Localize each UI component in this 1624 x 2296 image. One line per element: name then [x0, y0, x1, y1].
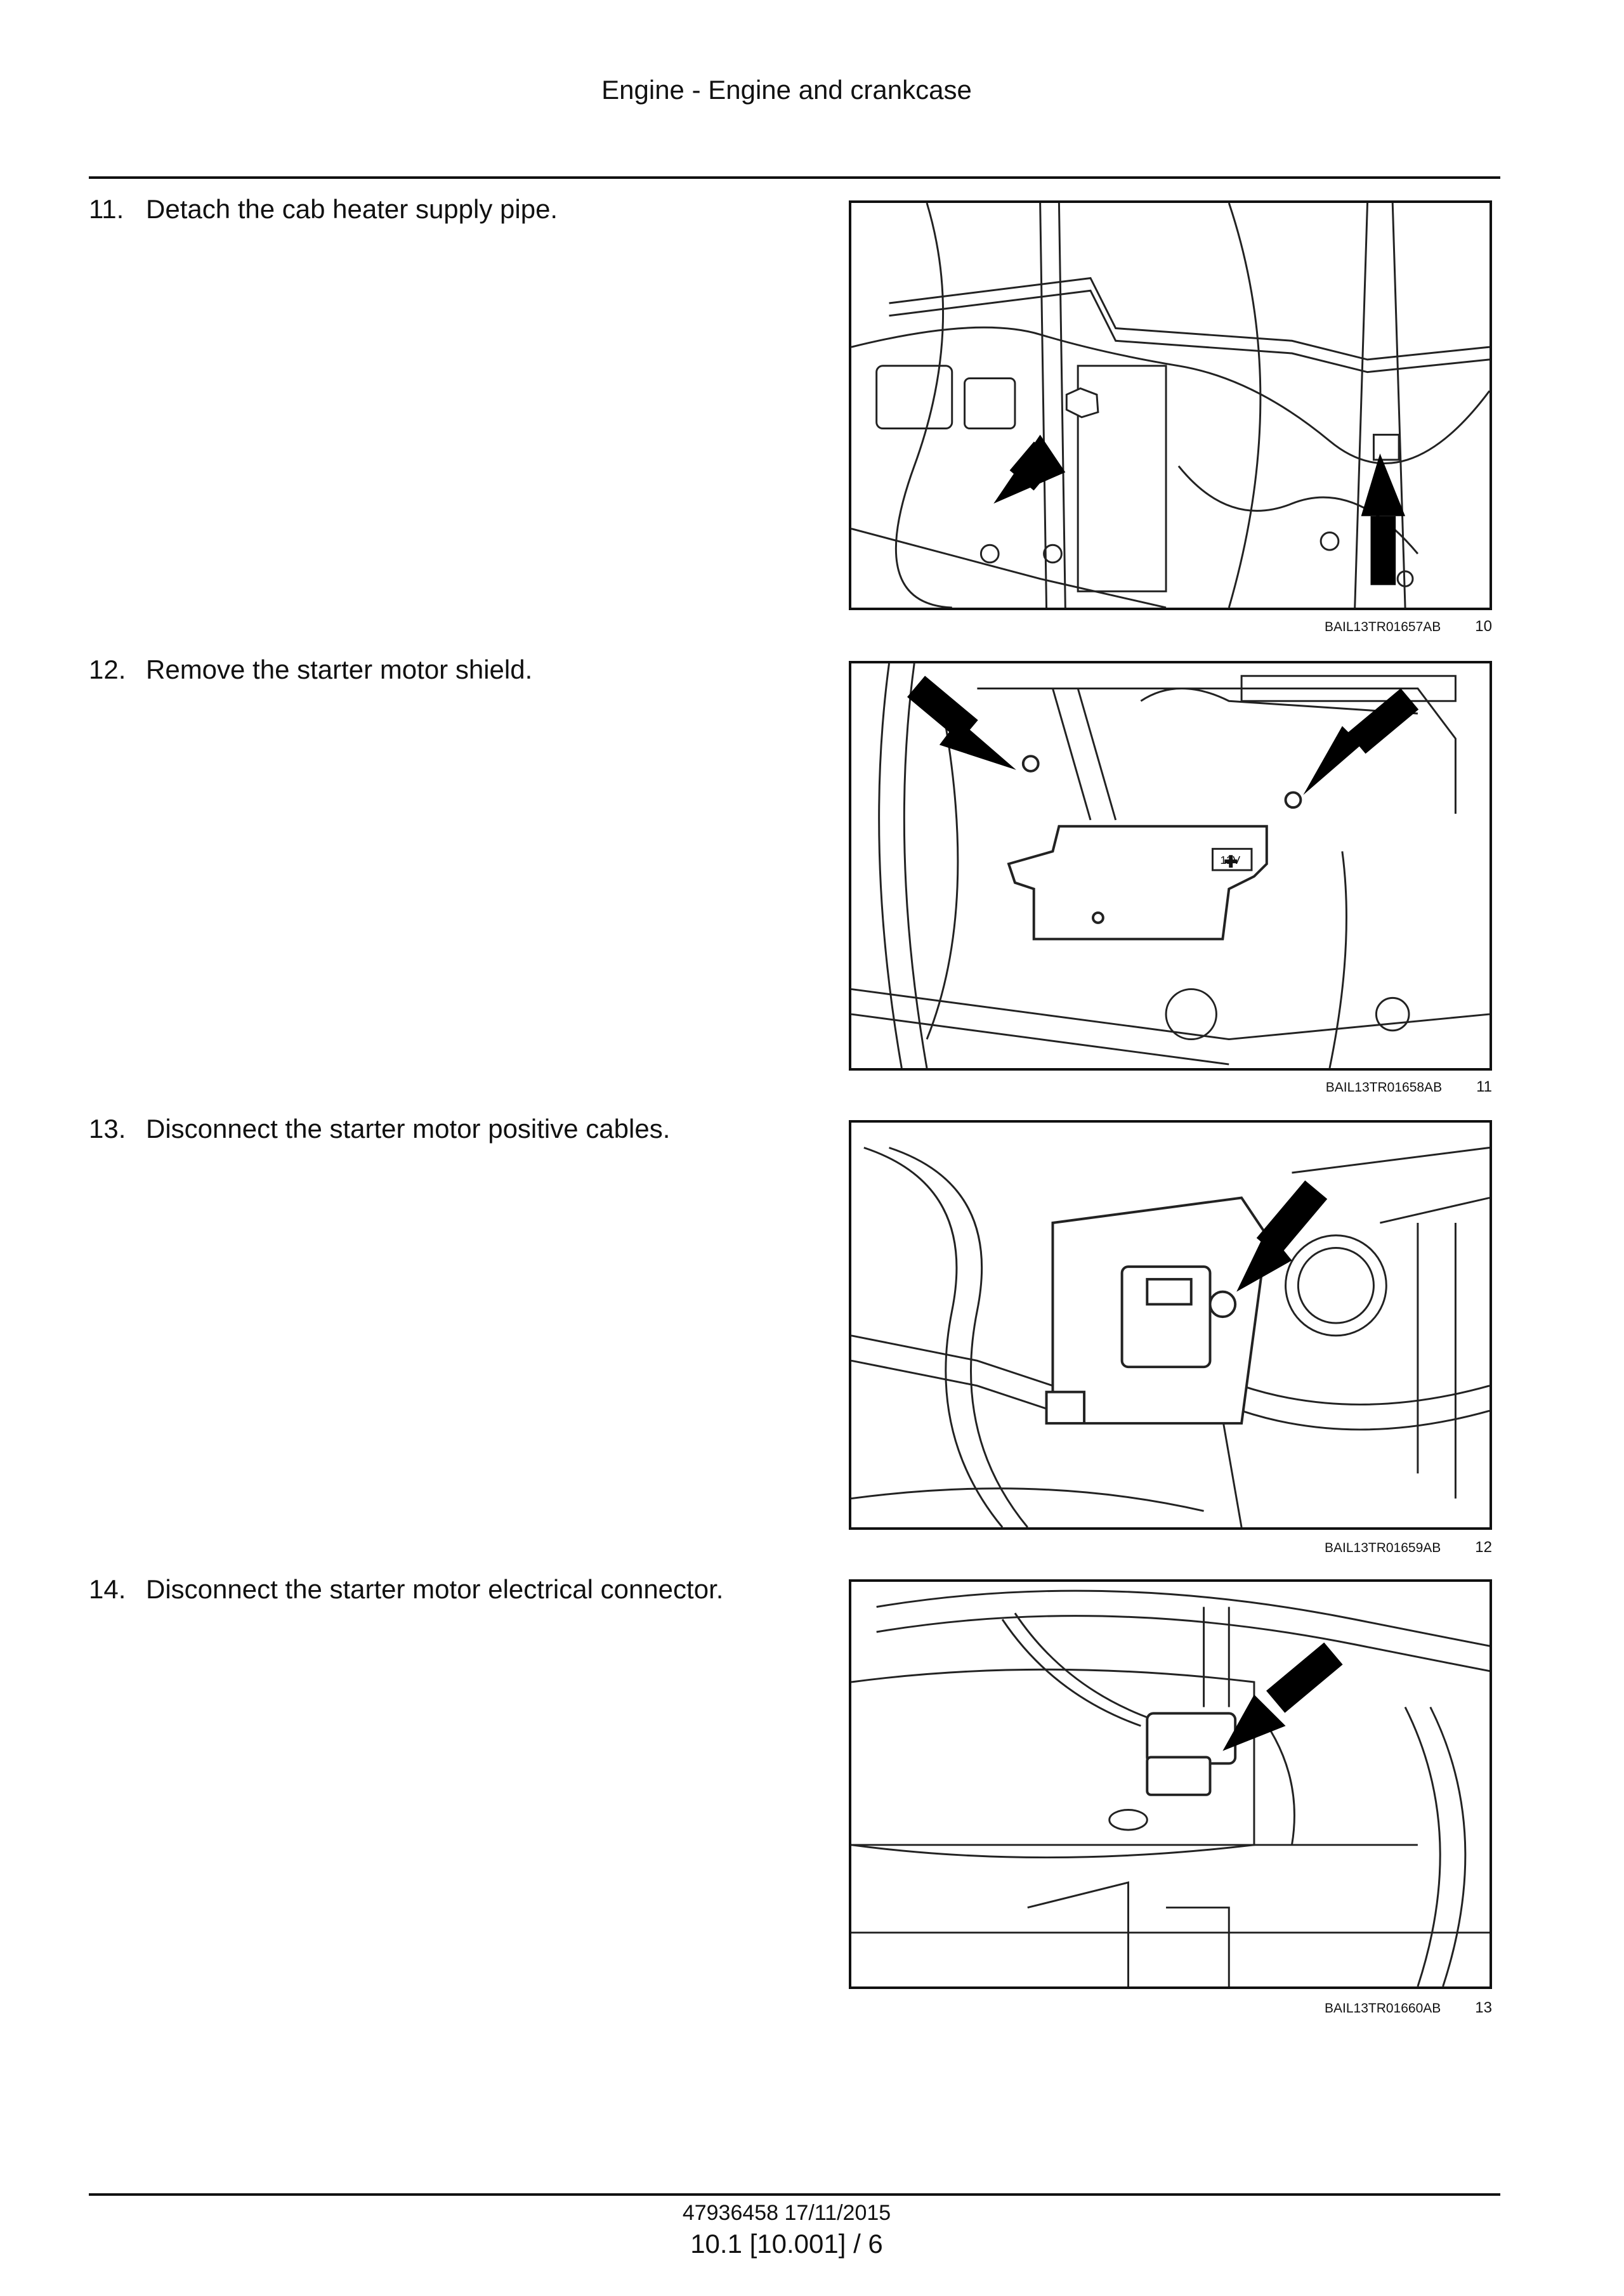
step-14: 14. Disconnect the starter motor electri… [89, 1574, 723, 1605]
step-number: 12. [89, 655, 126, 684]
figure-caption: BAIL13TR01660AB 13 [849, 1999, 1492, 2017]
step-text: Disconnect the starter motor electrical … [146, 1574, 724, 1604]
figure-code: BAIL13TR01657AB [1325, 620, 1441, 634]
step-13: 13. Disconnect the starter motor positiv… [89, 1114, 670, 1144]
step-number: 13. [89, 1114, 126, 1144]
line-drawing [851, 203, 1490, 608]
step-text: Remove the starter motor shield. [146, 655, 533, 684]
figure-number: 10 [1475, 618, 1492, 635]
page-header-title: Engine - Engine and crankcase [601, 75, 972, 105]
figure-number: 13 [1475, 1999, 1492, 2016]
figure-12-positive-cables [849, 1120, 1492, 1530]
step-number: 11. [89, 194, 124, 224]
line-drawing [851, 1589, 1490, 1986]
figure-number: 12 [1475, 1539, 1492, 1556]
footer-rule [89, 2193, 1500, 2196]
figure-caption: BAIL13TR01658AB 11 [849, 1078, 1492, 1096]
header-rule [89, 176, 1500, 179]
step-text: Disconnect the starter motor positive ca… [146, 1114, 671, 1144]
line-drawing: 12V [851, 663, 1490, 1068]
figure-10-cab-heater-pipe [849, 200, 1492, 610]
figure-code: BAIL13TR01658AB [1325, 1080, 1443, 1095]
footer-page-number: 10.1 [10.001] / 6 [690, 2229, 883, 2259]
figure-code: BAIL13TR01659AB [1325, 1541, 1441, 1555]
figure-13-electrical-connector [849, 1579, 1492, 1989]
step-11: 11. Detach the cab heater supply pipe. [89, 194, 558, 225]
line-drawing [851, 1147, 1490, 1527]
figure-number: 11 [1476, 1078, 1492, 1095]
figure-caption: BAIL13TR01659AB 12 [849, 1539, 1492, 1556]
figure-code: BAIL13TR01660AB [1325, 2001, 1441, 2016]
step-text: Detach the cab heater supply pipe. [146, 194, 558, 224]
figure-caption: BAIL13TR01657AB 10 [849, 618, 1492, 636]
figure-11-starter-shield: 12V [849, 661, 1492, 1071]
step-12: 12. Remove the starter motor shield. [89, 655, 532, 685]
footer-doc-reference: 47936458 17/11/2015 [682, 2201, 891, 2225]
step-number: 14. [89, 1574, 126, 1604]
